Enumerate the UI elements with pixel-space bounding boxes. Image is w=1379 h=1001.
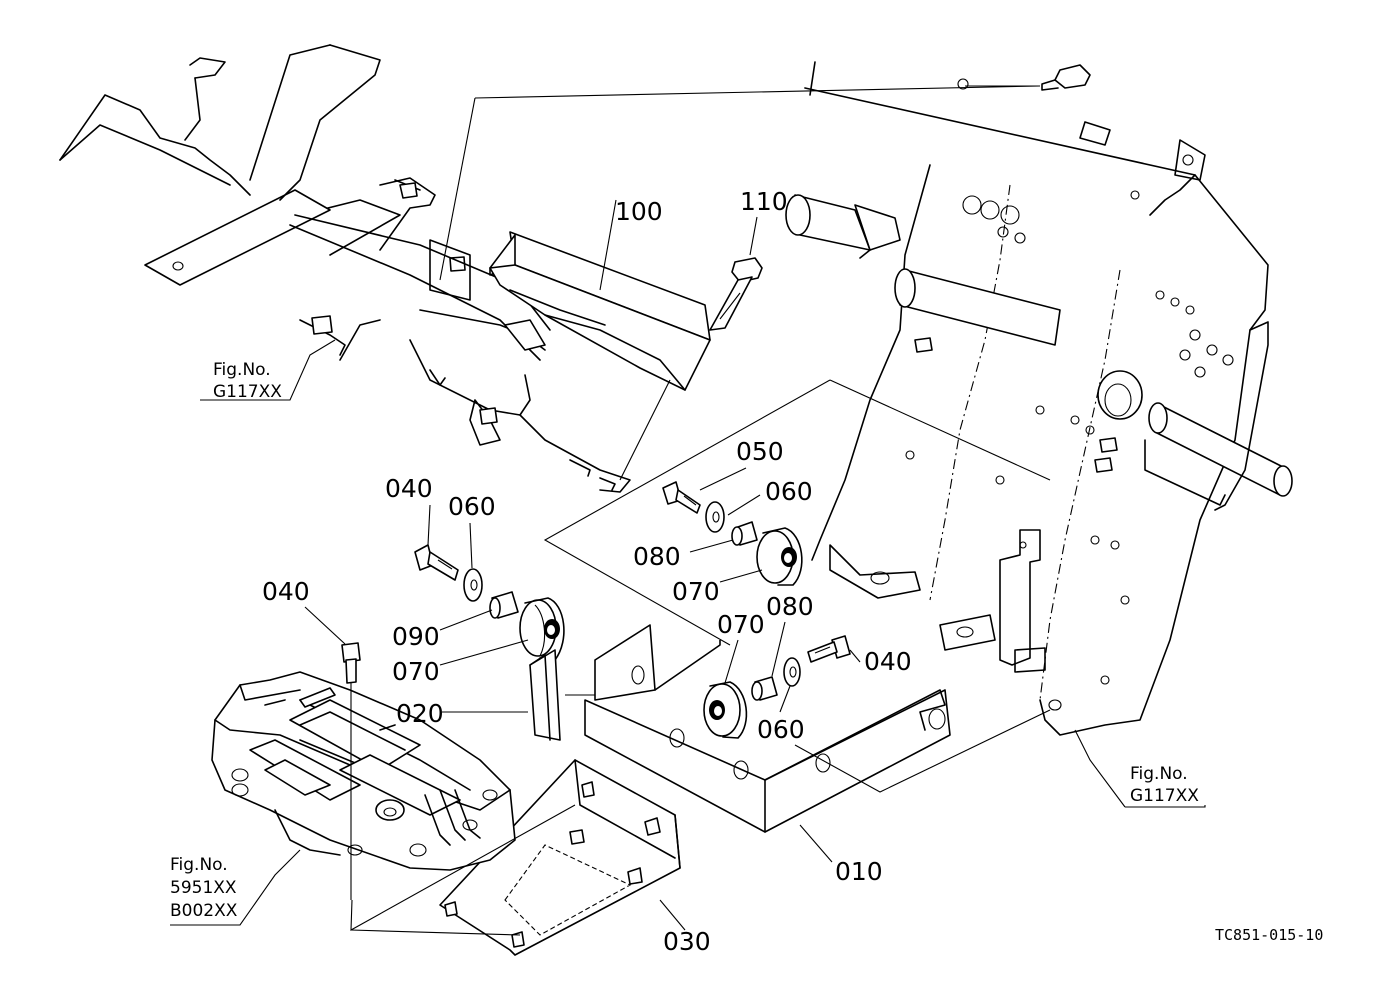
part-080-spacer-lower — [751, 676, 778, 701]
part-070-mount-left — [519, 597, 565, 661]
ref-right-line2: G117XX — [1130, 786, 1199, 806]
part-020-plate — [529, 649, 561, 741]
drawing-code: TC851-015-10 — [1215, 926, 1323, 944]
ref-top-left-line2: G117XX — [213, 382, 282, 402]
label-030: 030 — [663, 927, 711, 956]
label-080-upper: 080 — [633, 542, 681, 571]
part-040-bolt-right — [807, 635, 851, 663]
ref-right-line1: Fig.No. — [1130, 764, 1188, 784]
part-030-plate — [439, 759, 681, 956]
part-100-panel — [489, 231, 711, 391]
label-070-lower: 070 — [717, 610, 765, 639]
part-010-bracket — [565, 624, 1051, 833]
controller-housing — [211, 671, 516, 871]
label-040-left: 040 — [385, 474, 433, 503]
leader-lines — [170, 97, 1206, 936]
part-labels: 100 110 050 060 040 060 080 070 040 090 … — [170, 187, 1323, 956]
part-060-washer-lower — [783, 657, 801, 687]
part-050-bolt — [662, 481, 701, 514]
ref-bottom-left-line1: Fig.No. — [170, 855, 228, 875]
part-040-bolt-controller — [341, 642, 361, 900]
label-040-right: 040 — [864, 647, 912, 676]
label-070-left: 070 — [392, 657, 440, 686]
part-070-mount-upper — [756, 527, 803, 586]
ref-bottom-left-line3: B002XX — [170, 901, 238, 921]
part-090-spacer — [489, 591, 519, 619]
part-080-spacer-upper — [731, 521, 758, 546]
part-040-bolt-left — [414, 544, 459, 581]
label-080-lower: 080 — [766, 592, 814, 621]
label-100: 100 — [615, 197, 663, 226]
label-060-upper: 060 — [765, 477, 813, 506]
label-060-lower: 060 — [757, 715, 805, 744]
left-bracket-assembly — [59, 44, 631, 493]
part-060-washer-right — [705, 501, 725, 533]
main-frame — [543, 87, 1293, 736]
part-070-mount-lower — [703, 681, 748, 739]
ref-top-left-line1: Fig.No. — [213, 360, 271, 380]
label-060-left: 060 — [448, 492, 496, 521]
upper-bolt — [474, 61, 1091, 99]
part-060-washer-left — [463, 568, 483, 602]
label-040-controller: 040 — [262, 577, 310, 606]
ref-bottom-left-line2: 5951XX — [170, 878, 237, 898]
label-050: 050 — [736, 437, 784, 466]
part-110-bolt — [709, 257, 763, 331]
label-110: 110 — [740, 187, 788, 216]
label-010: 010 — [835, 857, 883, 886]
label-090: 090 — [392, 622, 440, 651]
label-020: 020 — [396, 699, 444, 728]
label-070-upper: 070 — [672, 577, 720, 606]
